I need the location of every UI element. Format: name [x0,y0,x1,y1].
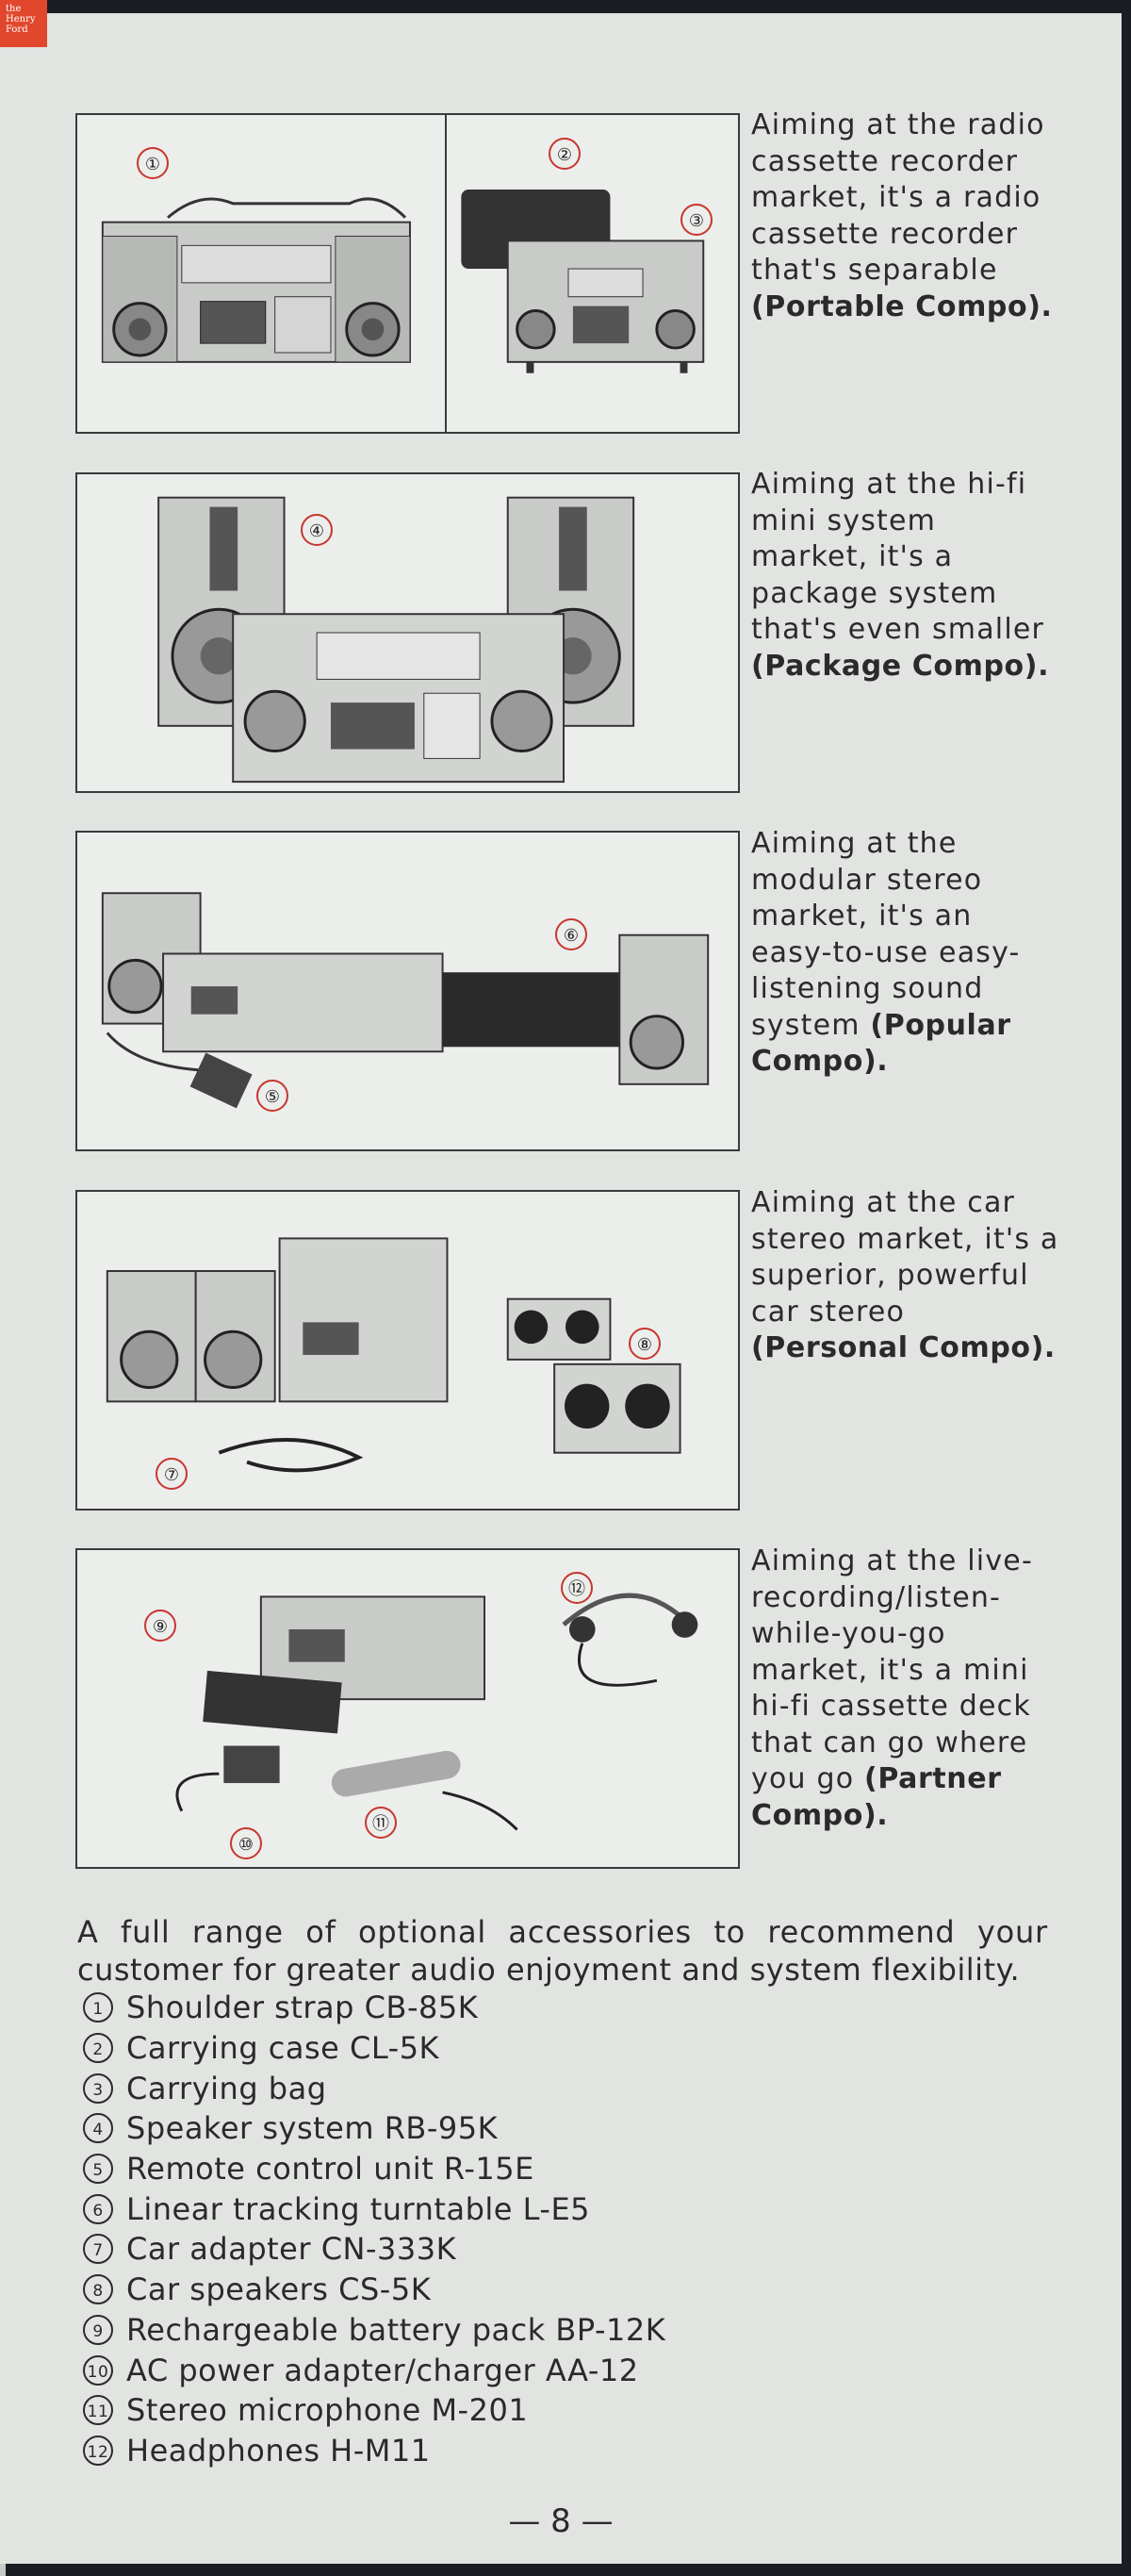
panel-popular-compo: ⑤ ⑥ [75,831,740,1151]
item-number: 4 [83,2113,113,2144]
product-name: (Portable Compo). [751,289,1053,323]
item-number: 11 [83,2395,113,2426]
item-label: Headphones H-M11 [126,2432,431,2469]
callout-9: ⑨ [144,1610,176,1642]
item-number: 10 [83,2354,113,2386]
item-label: Car speakers CS-5K [126,2271,432,2308]
list-item: 1 Shoulder strap CB-85K [83,1988,665,2028]
popular-compo-illustration [101,892,710,1109]
panel-personal-compo: ⑧ ⑦ [75,1190,740,1511]
list-item: 12 Headphones H-M11 [83,2431,665,2471]
callout-7: ⑦ [156,1458,188,1490]
list-item: 2 Carrying case CL-5K [83,2028,665,2069]
caption-text: Aiming at the radio cassette recorder ma… [751,108,1045,287]
caption-text: Aiming at the modular stereo market, it'… [751,827,1021,1042]
item-label: Carrying case CL-5K [126,2030,440,2067]
callout-5: ⑤ [256,1080,288,1112]
callout-12: ⑫ [561,1572,593,1604]
list-item: 3 Carrying bag [83,2068,665,2108]
product-name: (Package Compo). [751,649,1050,683]
callout-4: ④ [301,514,333,546]
henry-ford-logo: the Henry Ford [0,0,47,47]
page-number: — 8 — [508,2502,614,2540]
callout-10: ⑩ [230,1827,262,1859]
caption-personal-compo: Aiming at the car stereo market, it's a … [751,1185,1062,1367]
callout-2: ② [549,138,581,170]
callout-6: ⑥ [555,918,587,950]
callout-8: ⑧ [629,1328,661,1360]
item-number: 6 [83,2193,113,2224]
caption-text: Aiming at the car stereo market, it's a … [751,1186,1059,1329]
accessory-list: 1 Shoulder strap CB-85K 2 Carrying case CL… [83,1988,665,2470]
brochure-page: ① ② ③ Aiming at the radio cassette recor… [0,13,1122,2564]
list-item: 7 Car adapter CN-333K [83,2229,665,2270]
list-item: 6 Linear tracking turntable L-E5 [83,2188,665,2229]
logo-line: Ford [6,25,28,35]
item-number: 9 [83,2314,113,2345]
callout-11: ⑪ [365,1807,397,1839]
caption-text: Aiming at the live-recording/listen-whil… [751,1544,1033,1795]
personal-compo-illustration [106,1237,681,1473]
list-item: 8 Car speakers CS-5K [83,2270,665,2310]
panel-portable-compo: ① ② ③ [75,113,740,434]
item-number: 1 [83,1992,113,2023]
callout-3: ③ [680,204,713,236]
item-label: Stereo microphone M-201 [126,2392,529,2429]
list-item: 4 Speaker system RB-95K [83,2108,665,2149]
list-item: 9 Rechargeable battery pack BP-12K [83,2310,665,2351]
list-item: 11 Stereo microphone M-201 [83,2390,665,2431]
item-label: Remote control unit R-15E [126,2151,534,2188]
item-label: Speaker system RB-95K [126,2110,499,2147]
partner-compo-illustration [175,1593,698,1831]
item-number: 7 [83,2234,113,2265]
item-number: 2 [83,2033,113,2064]
item-label: Shoulder strap CB-85K [126,1990,479,2026]
item-label: Rechargeable battery pack BP-12K [126,2311,666,2348]
accessories-intro-line-2: customer for greater audio enjoyment and… [77,1952,1021,1988]
item-number: 12 [83,2435,113,2466]
logo-line: Henry [6,14,36,25]
caption-text: Aiming at the hi-fi mini system market, … [751,468,1045,646]
list-item: 10 AC power adapter/charger AA-12 [83,2350,665,2390]
logo-line: the [6,4,22,14]
item-number: 8 [83,2274,113,2305]
panel-partner-compo: ⑨ ⑩ ⑪ ⑫ [75,1548,740,1869]
item-label: AC power adapter/charger AA-12 [126,2352,639,2388]
callout-1: ① [137,147,169,179]
item-number: 5 [83,2154,113,2185]
product-name: (Personal Compo). [751,1331,1056,1364]
item-label: Linear tracking turntable L-E5 [126,2190,591,2227]
panel-package-compo: ④ [75,472,740,793]
product-name: (Popular Compo). [751,1008,1011,1079]
accessories-intro-line-1: A full range of optional accessories to … [77,1914,1048,1950]
product-name: (Partner Compo). [751,1762,1002,1832]
item-number: 3 [83,2072,113,2104]
item-label: Carrying bag [126,2070,327,2106]
caption-partner-compo: Aiming at the live-recording/listen-whil… [751,1544,1062,1834]
panel-divider [445,115,447,432]
item-label: Car adapter CN-333K [126,2231,457,2268]
caption-package-compo: Aiming at the hi-fi mini system market, … [751,467,1062,685]
package-compo-illustration [157,496,635,784]
list-item: 5 Remote control unit R-15E [83,2149,665,2189]
portable-compo-illustration [101,190,705,373]
caption-portable-compo: Aiming at the radio cassette recorder ma… [751,107,1062,325]
caption-popular-compo: Aiming at the modular stereo market, it'… [751,826,1062,1081]
